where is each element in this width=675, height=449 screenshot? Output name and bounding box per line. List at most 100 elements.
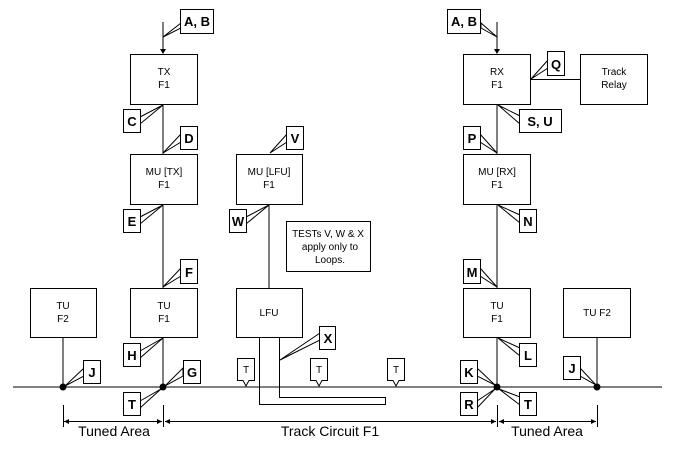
svg-text:R: R bbox=[464, 397, 474, 412]
tu-f2-left-unit: TU F2 bbox=[30, 288, 97, 338]
mu-tx-unit: MU [TX] F1 bbox=[130, 154, 198, 205]
tx-freq: F1 bbox=[158, 80, 170, 91]
track-relay-unit: Track Relay bbox=[580, 54, 648, 105]
note-line-1: TESTs V, W & X bbox=[292, 229, 364, 240]
junction-dot bbox=[159, 383, 167, 391]
svg-text:J: J bbox=[88, 365, 95, 380]
tu-f1-left-freq: F1 bbox=[158, 314, 170, 325]
callout-test-w: W bbox=[229, 204, 270, 233]
track-relay-label-1: Track bbox=[602, 67, 628, 78]
dimension-lines bbox=[63, 405, 598, 427]
svg-text:J: J bbox=[568, 361, 575, 376]
callout-test-r: R bbox=[460, 388, 496, 416]
svg-text:S, U: S, U bbox=[527, 114, 552, 129]
arrowhead-icon bbox=[499, 419, 504, 424]
callout-test-d: D bbox=[162, 126, 198, 154]
svg-text:C: C bbox=[127, 114, 137, 129]
tu-f1-right-unit: TU F1 bbox=[463, 288, 531, 338]
svg-text:W: W bbox=[232, 214, 245, 229]
label-tuned-area-right: Tuned Area bbox=[511, 423, 583, 439]
lfu-unit: LFU bbox=[236, 288, 303, 338]
callout-test-j-left: J bbox=[64, 360, 101, 387]
callout-test-t-right: T bbox=[498, 388, 537, 416]
tx-label: TX bbox=[158, 67, 171, 78]
rx-unit: RX F1 bbox=[463, 54, 531, 105]
junction-dot bbox=[59, 383, 67, 391]
lfu-label: LFU bbox=[260, 308, 279, 319]
svg-text:T: T bbox=[316, 365, 322, 376]
callout-test-g: G bbox=[164, 360, 201, 387]
svg-text:D: D bbox=[184, 131, 193, 146]
junction-dot bbox=[493, 383, 501, 391]
svg-text:P: P bbox=[468, 131, 477, 146]
callout-test-f: F bbox=[162, 259, 198, 288]
svg-text:L: L bbox=[524, 348, 532, 363]
junction-dot bbox=[593, 383, 601, 391]
label-tuned-area-left: Tuned Area bbox=[78, 423, 150, 439]
callout-test-a-b-left: A, B bbox=[162, 9, 214, 38]
callout-test-q: Q bbox=[530, 51, 565, 80]
rx-freq: F1 bbox=[491, 80, 503, 91]
tu-f1-left-label: TU bbox=[157, 301, 170, 312]
svg-text:F: F bbox=[185, 265, 193, 280]
track-marker: T bbox=[237, 358, 255, 388]
svg-text:T: T bbox=[524, 397, 532, 412]
arrowhead-icon bbox=[491, 419, 496, 424]
callout-test-a-b-right: A, B bbox=[447, 9, 498, 38]
tx-unit: TX F1 bbox=[130, 54, 198, 105]
svg-text:H: H bbox=[127, 348, 136, 363]
lfu-loop bbox=[259, 337, 386, 405]
svg-text:K: K bbox=[464, 365, 474, 380]
svg-text:N: N bbox=[523, 214, 532, 229]
callout-test-x: X bbox=[279, 326, 336, 361]
tu-f2-left-freq: F2 bbox=[57, 314, 69, 325]
tu-f2-left-label: TU bbox=[56, 301, 69, 312]
arrowhead-icon bbox=[64, 419, 69, 424]
callout-test-e: E bbox=[123, 204, 164, 233]
callout-test-n: N bbox=[497, 204, 537, 233]
mu-tx-label: MU [TX] bbox=[146, 167, 183, 178]
arrowhead-icon bbox=[165, 419, 170, 424]
mu-lfu-label: MU [LFU] bbox=[248, 167, 291, 178]
tu-f1-right-freq: F1 bbox=[491, 314, 503, 325]
arrowhead-icon bbox=[591, 419, 596, 424]
arrow-down-icon bbox=[494, 49, 500, 54]
mu-rx-label: MU [RX] bbox=[478, 167, 516, 178]
svg-text:V: V bbox=[291, 131, 300, 146]
svg-text:T: T bbox=[393, 365, 399, 376]
svg-text:T: T bbox=[128, 397, 136, 412]
callout-test-s-u: S, U bbox=[497, 104, 562, 133]
tu-f2-right-label: TU F2 bbox=[583, 308, 611, 319]
mu-rx-freq: F1 bbox=[491, 180, 503, 191]
svg-text:M: M bbox=[467, 265, 478, 280]
callout-test-m: M bbox=[463, 259, 498, 288]
label-track-circuit: Track Circuit F1 bbox=[281, 423, 379, 439]
svg-text:X: X bbox=[324, 331, 333, 346]
svg-text:A, B: A, B bbox=[184, 14, 210, 29]
callout-test-c: C bbox=[123, 104, 164, 133]
svg-text:A, B: A, B bbox=[451, 14, 477, 29]
callout-test-k: K bbox=[460, 360, 496, 386]
callout-test-j-right: J bbox=[563, 356, 597, 386]
callout-test-v: V bbox=[269, 126, 304, 154]
callout-test-h: H bbox=[123, 337, 164, 367]
tu-f1-left-unit: TU F1 bbox=[130, 288, 198, 338]
mu-lfu-unit: MU [LFU] F1 bbox=[236, 154, 303, 205]
svg-text:T: T bbox=[243, 365, 249, 376]
callout-test-l: L bbox=[497, 337, 537, 367]
note-line-2: apply only to bbox=[302, 242, 359, 253]
arrowhead-icon bbox=[157, 419, 162, 424]
arrow-down-icon bbox=[160, 49, 166, 54]
svg-text:G: G bbox=[187, 365, 197, 380]
tu-f2-right-unit: TU F2 bbox=[563, 288, 631, 338]
callout-test-p: P bbox=[463, 126, 498, 154]
track-marker: T bbox=[310, 358, 328, 388]
mu-rx-unit: MU [RX] F1 bbox=[463, 154, 531, 205]
callout-test-t-left: T bbox=[123, 388, 162, 416]
track-marker: T bbox=[387, 358, 405, 388]
mu-tx-freq: F1 bbox=[158, 180, 170, 191]
rx-label: RX bbox=[490, 67, 504, 78]
svg-text:E: E bbox=[128, 214, 137, 229]
note-box: TESTs V, W & X apply only to Loops. bbox=[286, 221, 371, 272]
